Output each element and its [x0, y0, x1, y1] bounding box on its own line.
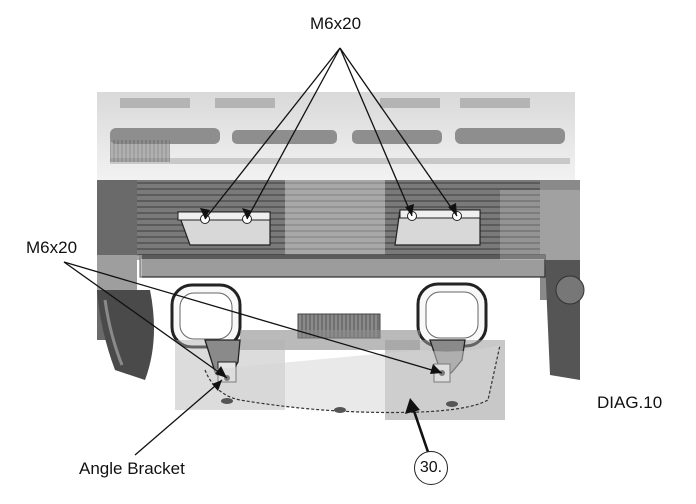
- fog-lamp-right: [416, 282, 488, 348]
- skid-plate-hole-center: [334, 407, 346, 413]
- skid-plate-hole-left: [221, 398, 233, 404]
- label-diagram-id: DIAG.10: [597, 393, 663, 412]
- left-tire: [97, 290, 154, 380]
- top-mount-bracket-left: [177, 211, 271, 246]
- skid-plate-hole-right: [446, 401, 458, 407]
- label-left-bolt: M6x20: [26, 238, 78, 257]
- part-number-text: 30.: [419, 459, 443, 476]
- label-angle-bracket: Angle Bracket: [79, 459, 185, 478]
- fog-lamp-left: [170, 283, 242, 349]
- part-number-callout: 30.: [414, 451, 448, 485]
- label-top-bolt: M6x20: [310, 14, 362, 33]
- top-mount-bracket-right: [394, 209, 481, 246]
